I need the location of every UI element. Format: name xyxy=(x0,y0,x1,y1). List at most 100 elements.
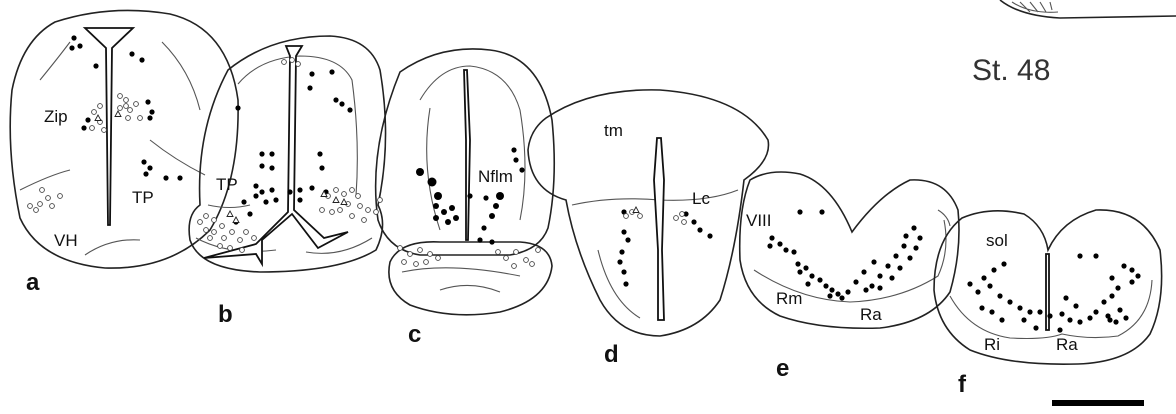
filled-cell-dot xyxy=(253,193,258,198)
open-cell-circle xyxy=(198,220,203,225)
filled-cell-dot xyxy=(489,213,495,219)
open-cell-circle xyxy=(398,246,403,251)
open-cell-circle xyxy=(212,218,217,223)
section-e: VIII Rm Ra e xyxy=(740,172,959,382)
filled-cell-dot xyxy=(247,211,252,216)
filled-cell-dot xyxy=(967,281,972,286)
section-b: TP b xyxy=(189,36,385,328)
filled-cell-dot xyxy=(893,253,898,258)
filled-cell-dot xyxy=(853,279,858,284)
filled-cell-dot xyxy=(434,192,442,200)
open-cell-circle xyxy=(28,204,33,209)
filled-cell-dot xyxy=(1033,325,1038,330)
label-tp-b: TP xyxy=(216,175,238,194)
open-cell-circle xyxy=(680,212,685,217)
open-cell-circle xyxy=(38,202,43,207)
filled-cell-dot xyxy=(907,255,912,260)
filled-cell-dot xyxy=(1021,317,1026,322)
filled-cell-dot xyxy=(889,275,894,280)
section-d-midline xyxy=(654,138,664,320)
filled-cell-dot xyxy=(71,35,76,40)
filled-cell-dot xyxy=(85,117,90,122)
filled-cell-dot xyxy=(513,157,518,162)
filled-cell-dot xyxy=(987,283,992,288)
filled-cell-dot xyxy=(477,237,482,242)
filled-cell-dot xyxy=(869,283,874,288)
filled-cell-dot xyxy=(93,63,98,68)
filled-cell-dot xyxy=(416,168,424,176)
filled-cell-dot xyxy=(177,175,182,180)
open-cell-circle xyxy=(124,104,129,109)
filled-cell-dot xyxy=(829,287,834,292)
open-cell-circle xyxy=(414,262,419,267)
open-cell-circle xyxy=(504,256,509,261)
filled-cell-dot xyxy=(428,178,437,187)
open-cell-circle xyxy=(624,214,629,219)
filled-cell-dot xyxy=(259,163,264,168)
filled-cell-dot xyxy=(861,269,866,274)
open-cell-circle xyxy=(334,188,339,193)
filled-cell-dot xyxy=(803,265,808,270)
open-cell-circle xyxy=(342,192,347,197)
filled-cell-dot xyxy=(143,171,148,176)
filled-cell-dot xyxy=(827,293,832,298)
open-cell-circle xyxy=(674,216,679,221)
filled-cell-dot xyxy=(991,267,996,272)
filled-cell-dot xyxy=(147,115,152,120)
open-cell-circle xyxy=(358,204,363,209)
panel-letter-a: a xyxy=(26,269,40,296)
filled-cell-dot xyxy=(795,261,800,266)
filled-cell-dot xyxy=(1129,267,1134,272)
label-rm: Rm xyxy=(776,289,802,308)
filled-cell-dot xyxy=(913,245,918,250)
filled-cell-dot xyxy=(333,97,338,102)
open-cell-circle xyxy=(240,248,245,253)
open-cell-circle xyxy=(512,264,517,269)
filled-cell-dot xyxy=(1093,253,1098,258)
filled-cell-dot xyxy=(309,71,314,76)
filled-cell-dot xyxy=(253,183,258,188)
filled-cell-dot xyxy=(1121,263,1126,268)
open-cell-circle xyxy=(424,260,429,265)
filled-cell-dot xyxy=(1101,299,1106,304)
open-cell-circle xyxy=(244,230,249,235)
filled-cell-dot xyxy=(707,233,712,238)
open-cell-circle xyxy=(296,62,301,67)
filled-cell-dot xyxy=(817,277,822,282)
filled-cell-dot xyxy=(496,192,504,200)
filled-cell-dot xyxy=(163,175,168,180)
label-ri: Ri xyxy=(984,335,1000,354)
filled-cell-dot xyxy=(273,197,278,202)
open-cell-circle xyxy=(204,228,209,233)
open-cell-circle xyxy=(40,188,45,193)
open-cell-circle xyxy=(138,116,143,121)
filled-cell-dot xyxy=(819,209,824,214)
section-f-midline xyxy=(1046,254,1049,330)
whole-brain-sketch xyxy=(1000,0,1176,18)
open-cell-circle xyxy=(350,188,355,193)
stage-label: St. 48 xyxy=(972,54,1050,87)
open-cell-circle xyxy=(320,208,325,213)
open-cell-circle xyxy=(34,208,39,213)
filled-cell-dot xyxy=(697,227,702,232)
filled-cell-dot xyxy=(269,165,274,170)
filled-cell-dot xyxy=(445,219,451,225)
open-cell-circle xyxy=(228,246,233,251)
filled-cell-dot xyxy=(1073,303,1078,308)
filled-cell-dot xyxy=(269,187,274,192)
filled-cell-dot xyxy=(259,151,264,156)
open-cell-circle xyxy=(682,220,687,225)
filled-cell-dot xyxy=(981,275,986,280)
filled-cell-dot xyxy=(797,269,802,274)
filled-cell-dot xyxy=(297,197,302,202)
filled-cell-dot xyxy=(1109,275,1114,280)
filled-cell-dot xyxy=(441,209,447,215)
open-cell-circle xyxy=(362,218,367,223)
section-d-outline xyxy=(528,90,769,336)
filled-cell-dot xyxy=(1087,315,1092,320)
filled-cell-dot xyxy=(997,293,1002,298)
filled-cell-dot xyxy=(783,247,788,252)
filled-cell-dot xyxy=(885,263,890,268)
filled-cell-dot xyxy=(129,51,134,56)
